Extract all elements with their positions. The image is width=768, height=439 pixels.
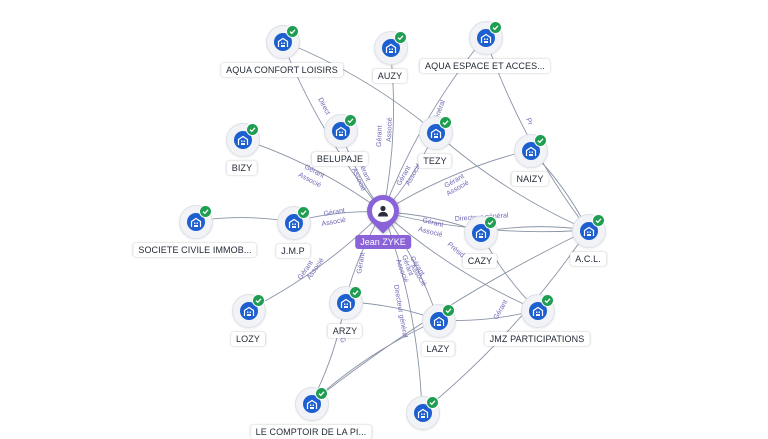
building-icon — [274, 33, 292, 51]
company-bubble — [226, 123, 260, 157]
verified-check-icon — [534, 134, 547, 147]
verified-check-icon — [484, 216, 497, 229]
verified-check-icon — [489, 21, 502, 34]
edge-C-jmz — [382, 211, 538, 311]
company-bubble — [469, 21, 503, 55]
building-icon — [529, 302, 547, 320]
edge-tezy-acl — [434, 131, 589, 231]
company-bubble — [521, 294, 555, 328]
edge-label: Pr — [524, 117, 533, 127]
company-name-label: LE COMPTOIR DE LA PI... — [250, 425, 372, 439]
company-name-label: ARZY — [327, 324, 363, 338]
company-bubble — [374, 31, 408, 65]
verified-check-icon — [541, 294, 554, 307]
verified-check-icon — [426, 396, 439, 409]
building-icon — [580, 222, 598, 240]
building-icon — [427, 124, 445, 142]
company-name-label: LAZY — [421, 342, 455, 356]
company-name-label: AQUA CONFORT LOISIRS — [221, 63, 343, 77]
company-name-label: BIZY — [226, 161, 258, 175]
edge-label: G — [338, 337, 346, 344]
person-name-label: Jean ZYKE — [355, 235, 411, 249]
company-name-label: TEZY — [418, 154, 452, 168]
edge-label: Gérant — [356, 252, 367, 274]
building-icon — [234, 131, 252, 149]
company-bubble — [232, 294, 266, 328]
company-name-label: J.M.P — [276, 244, 310, 258]
company-name-label: AUZY — [372, 69, 408, 83]
building-icon — [430, 312, 448, 330]
company-bubble — [266, 25, 300, 59]
verified-check-icon — [315, 387, 328, 400]
person-icon — [372, 200, 394, 222]
edge-label: Direct — [316, 97, 331, 116]
company-bubble — [464, 216, 498, 250]
building-icon — [472, 224, 490, 242]
building-icon — [332, 122, 350, 140]
company-name-label: AQUA ESPACE ET ACCES... — [419, 59, 551, 73]
building-icon — [337, 294, 355, 312]
verified-check-icon — [344, 114, 357, 127]
company-name-label: LOZY — [231, 332, 265, 346]
verified-check-icon — [246, 123, 259, 136]
company-bubble — [514, 134, 548, 168]
company-bubble — [406, 396, 440, 430]
verified-check-icon — [297, 206, 310, 219]
company-name-label: NAIZY — [511, 172, 549, 186]
company-bubble — [329, 286, 363, 320]
edge-label: Gérant — [422, 217, 445, 229]
edge-label: Gérant — [323, 207, 345, 218]
company-bubble — [277, 206, 311, 240]
edge-label: Gérant — [376, 125, 384, 147]
company-bubble — [422, 304, 456, 338]
verified-check-icon — [286, 25, 299, 38]
edge-C-naizy — [382, 149, 531, 213]
edge-C-bizy — [241, 138, 384, 213]
edge-C-auzy — [382, 46, 395, 213]
company-bubble — [179, 205, 213, 239]
verified-check-icon — [199, 205, 212, 218]
building-icon — [382, 39, 400, 57]
edge-label: Associé — [386, 117, 394, 142]
company-bubble — [419, 116, 453, 150]
verified-check-icon — [394, 31, 407, 44]
building-icon — [240, 302, 258, 320]
company-bubble — [572, 214, 606, 248]
building-icon — [303, 395, 321, 413]
verified-check-icon — [442, 304, 455, 317]
verified-check-icon — [592, 214, 605, 227]
building-icon — [414, 404, 432, 422]
edge-C-lozy — [247, 211, 384, 311]
verified-check-icon — [252, 294, 265, 307]
verified-check-icon — [439, 116, 452, 129]
building-icon — [285, 214, 303, 232]
company-name-label: BELUPAJE — [311, 152, 369, 166]
edge-label: Associé — [321, 217, 346, 228]
company-bubble — [324, 114, 358, 148]
company-bubble — [295, 387, 329, 421]
company-name-label: SOCIETE CIVILE IMMOB... — [133, 243, 257, 257]
building-icon — [522, 142, 540, 160]
company-name-label: A.C.L. — [570, 252, 606, 266]
edge-label: Directeur général — [392, 284, 408, 339]
verified-check-icon — [349, 286, 362, 299]
building-icon — [187, 213, 205, 231]
company-name-label: JMZ PARTICIPATIONS — [484, 332, 590, 346]
edge-aqua_confort-tezy — [281, 40, 436, 133]
edge-acl-bottom — [421, 229, 589, 413]
company-name-label: CAZY — [462, 254, 498, 268]
building-icon — [477, 29, 495, 47]
